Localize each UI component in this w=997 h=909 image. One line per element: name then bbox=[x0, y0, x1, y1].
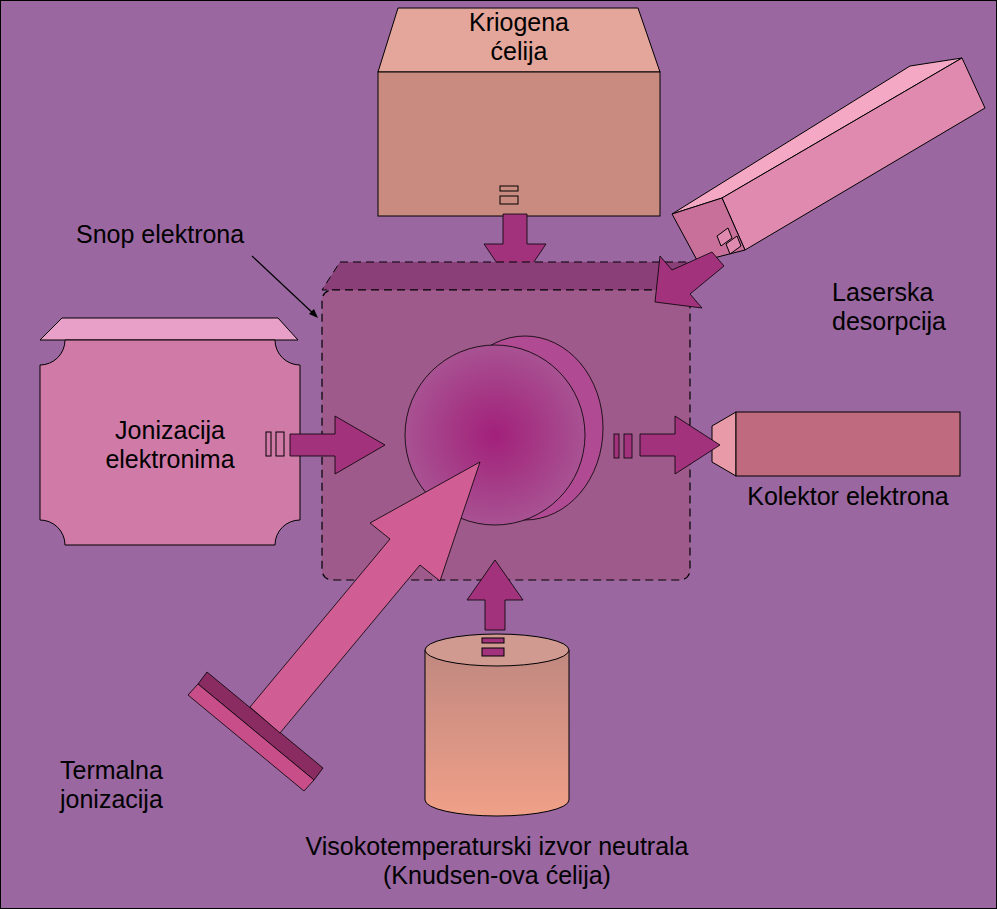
flow-arrow bbox=[655, 252, 724, 308]
label-text: Laserska desorpcija bbox=[832, 278, 952, 336]
source-label: Jonizacija elektronima bbox=[102, 416, 238, 474]
interaction-chamber bbox=[322, 262, 690, 580]
beam-label: Snop elektrona bbox=[76, 220, 244, 249]
collector-arrow bbox=[614, 416, 720, 474]
label-text: Termalna jonizacija bbox=[60, 756, 169, 814]
flow-arrow bbox=[467, 560, 523, 630]
label-text: Kriogena ćelija bbox=[466, 8, 573, 66]
collector-label: Kolektor elektrona bbox=[706, 482, 990, 511]
knudsen-cell bbox=[425, 634, 569, 816]
label-text: Jonizacija elektronima bbox=[102, 416, 238, 474]
label-text: Kolektor elektrona bbox=[706, 482, 990, 511]
source-label: Termalna jonizacija bbox=[60, 756, 169, 814]
label-text: Visokotemperaturski izvor neutrala (Knud… bbox=[272, 832, 722, 890]
leader-line bbox=[252, 256, 316, 316]
cell-label: Kriogena ćelija bbox=[466, 8, 573, 66]
electron-collector bbox=[712, 412, 960, 476]
laser-source bbox=[672, 58, 985, 262]
source-label: Laserska desorpcija bbox=[832, 278, 952, 336]
leader-arrowhead bbox=[309, 309, 318, 318]
cryogenic-cell bbox=[378, 8, 660, 216]
flow-arrow bbox=[290, 416, 385, 474]
source-label: Visokotemperaturski izvor neutrala (Knud… bbox=[272, 832, 722, 890]
electron-gun bbox=[40, 318, 300, 545]
